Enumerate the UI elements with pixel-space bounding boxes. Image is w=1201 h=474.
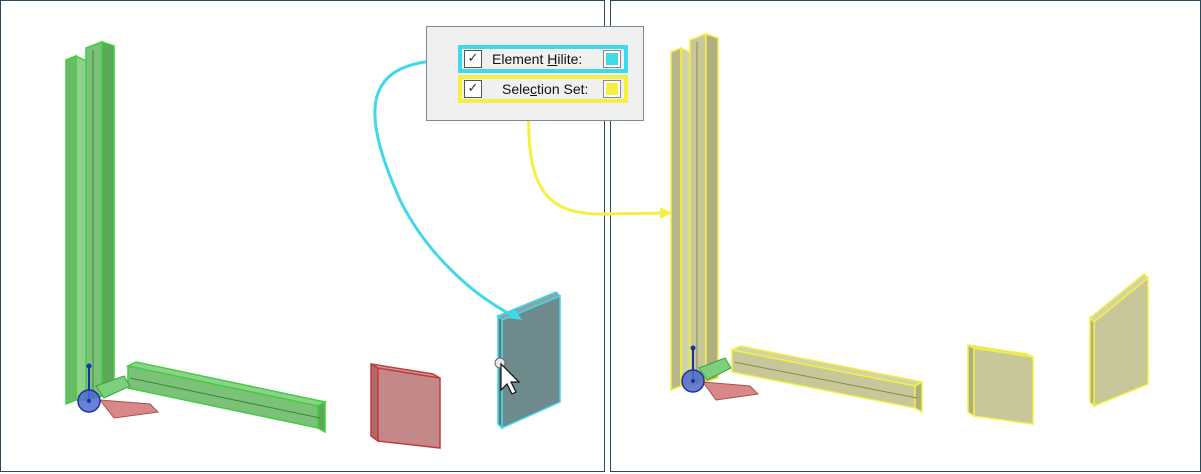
right-vertical-column[interactable] [670,32,719,392]
selection-set-color-swatch[interactable] [603,80,621,98]
check-icon: ✓ [467,51,479,66]
selection-set-label: Selection Set: [502,81,589,97]
element-hilite-label: Element Hilite: [492,51,583,67]
selection-set-row[interactable]: ✓ Selection Set: [458,75,628,103]
check-icon: ✓ [467,81,479,96]
highlight-settings-popup: ✓ Element Hilite: ✓ Selection Set: [426,26,644,121]
left-horizontal-beam[interactable] [125,361,328,434]
element-hilite-color-swatch[interactable] [603,50,621,68]
cursor-arrow-icon [494,357,521,395]
right-square-plate[interactable] [967,343,1034,425]
right-horizontal-beam[interactable] [729,345,925,414]
element-hilite-checkbox[interactable]: ✓ [464,50,482,68]
element-hilite-row[interactable]: ✓ Element Hilite: [458,45,628,73]
selection-set-checkbox[interactable]: ✓ [464,80,482,98]
acs-triad-icon-right [681,345,760,401]
left-vertical-column[interactable] [65,40,115,406]
hilite-plate[interactable] [496,291,562,430]
hilite-callout-arrow [373,58,522,320]
acs-triad-icon [77,363,160,419]
red-plate[interactable] [370,362,441,449]
selection-callout-arrow [527,99,672,219]
right-angled-plate[interactable] [1088,272,1150,408]
